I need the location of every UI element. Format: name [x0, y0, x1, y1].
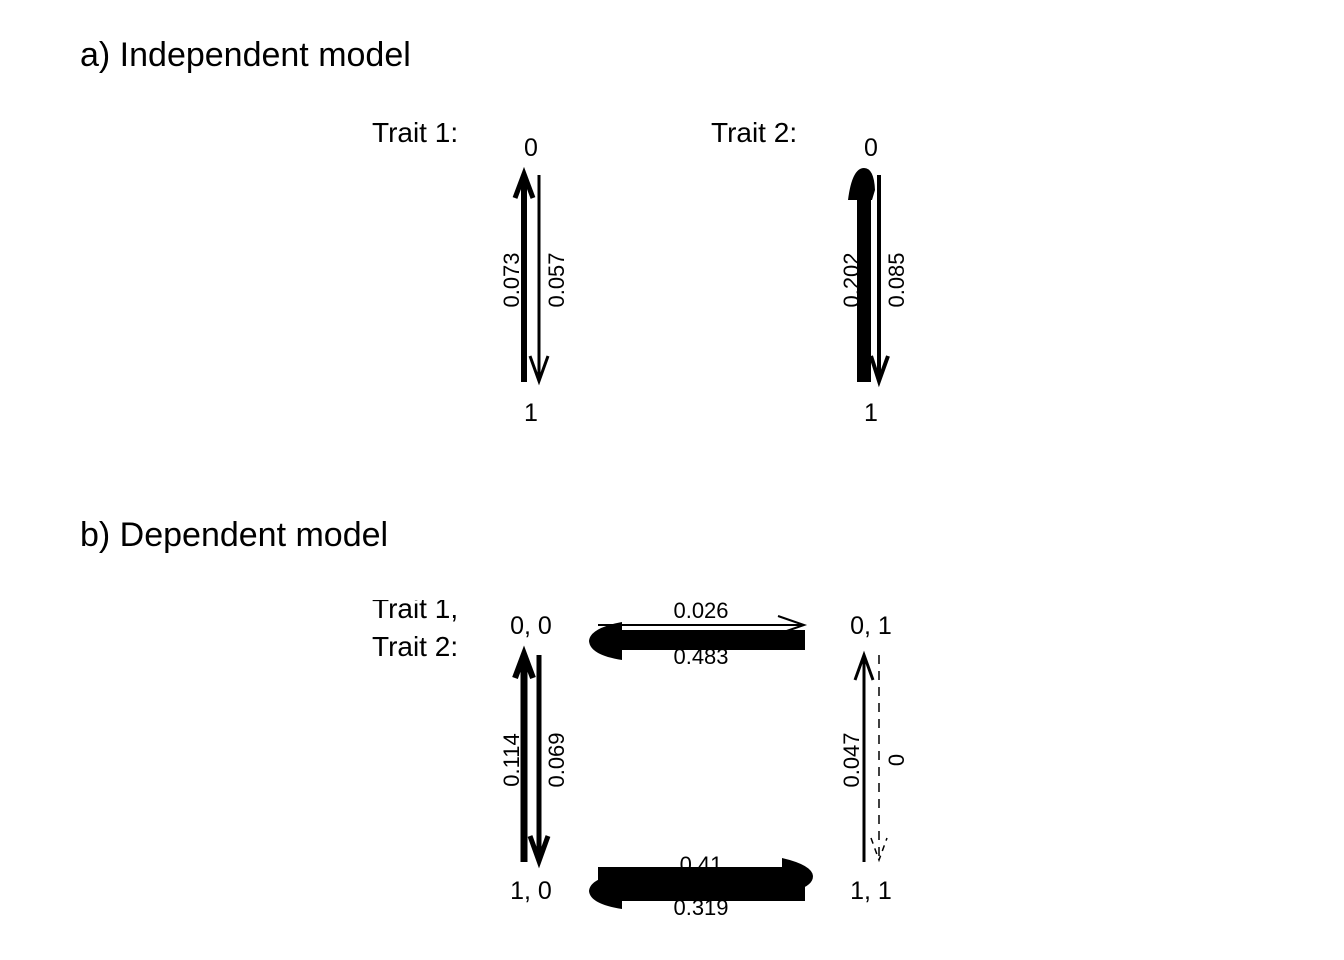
arrow-11-to-10: [589, 873, 805, 909]
trait1-rate-1-to-0: 0.073: [499, 252, 524, 307]
arrow-11-to-01: [853, 650, 875, 862]
state-0-1: 0, 1: [850, 612, 892, 640]
trait2-arrow-1-to-0: [848, 168, 875, 382]
trait2-state-0: 0: [864, 134, 878, 162]
trait2-rate-0-to-1: 0.085: [884, 252, 909, 307]
rate-10-to-00: 0.114: [499, 733, 524, 786]
state-0-0: 0, 0: [510, 612, 552, 640]
rate-11-to-01: 0.047: [839, 732, 864, 787]
trait1-arrow-1-to-0: [512, 166, 536, 382]
trait2-state-1: 1: [864, 399, 878, 427]
rate-00-to-01: 0.026: [673, 598, 728, 623]
arrow-10-to-00: [512, 645, 536, 862]
panel-a-title: a) Independent model: [80, 36, 411, 74]
trait1-state-1: 1: [524, 399, 538, 427]
arrow-01-to-11: [870, 655, 888, 863]
trait2-label: Trait 2:: [711, 117, 797, 148]
rate-00-to-10: 0.069: [544, 732, 569, 787]
arrow-01-to-00: [589, 622, 805, 660]
state-1-1: 1, 1: [850, 877, 892, 905]
rate-01-to-11: 0: [884, 754, 909, 766]
rate-01-to-00: 0.483: [673, 644, 728, 669]
trait1-rate-0-to-1: 0.057: [544, 252, 569, 307]
trait1-arrow-0-to-1: [528, 175, 550, 386]
arrow-00-to-10: [527, 655, 551, 869]
panel-b-title: b) Dependent model: [80, 516, 388, 554]
state-1-0: 1, 0: [510, 877, 552, 905]
trait1-label: Trait 1:: [372, 117, 458, 148]
trait2-arrow-0-to-1: [869, 175, 890, 388]
joint-label-line2: Trait 2:: [372, 631, 458, 662]
trait1-state-0: 0: [524, 134, 538, 162]
